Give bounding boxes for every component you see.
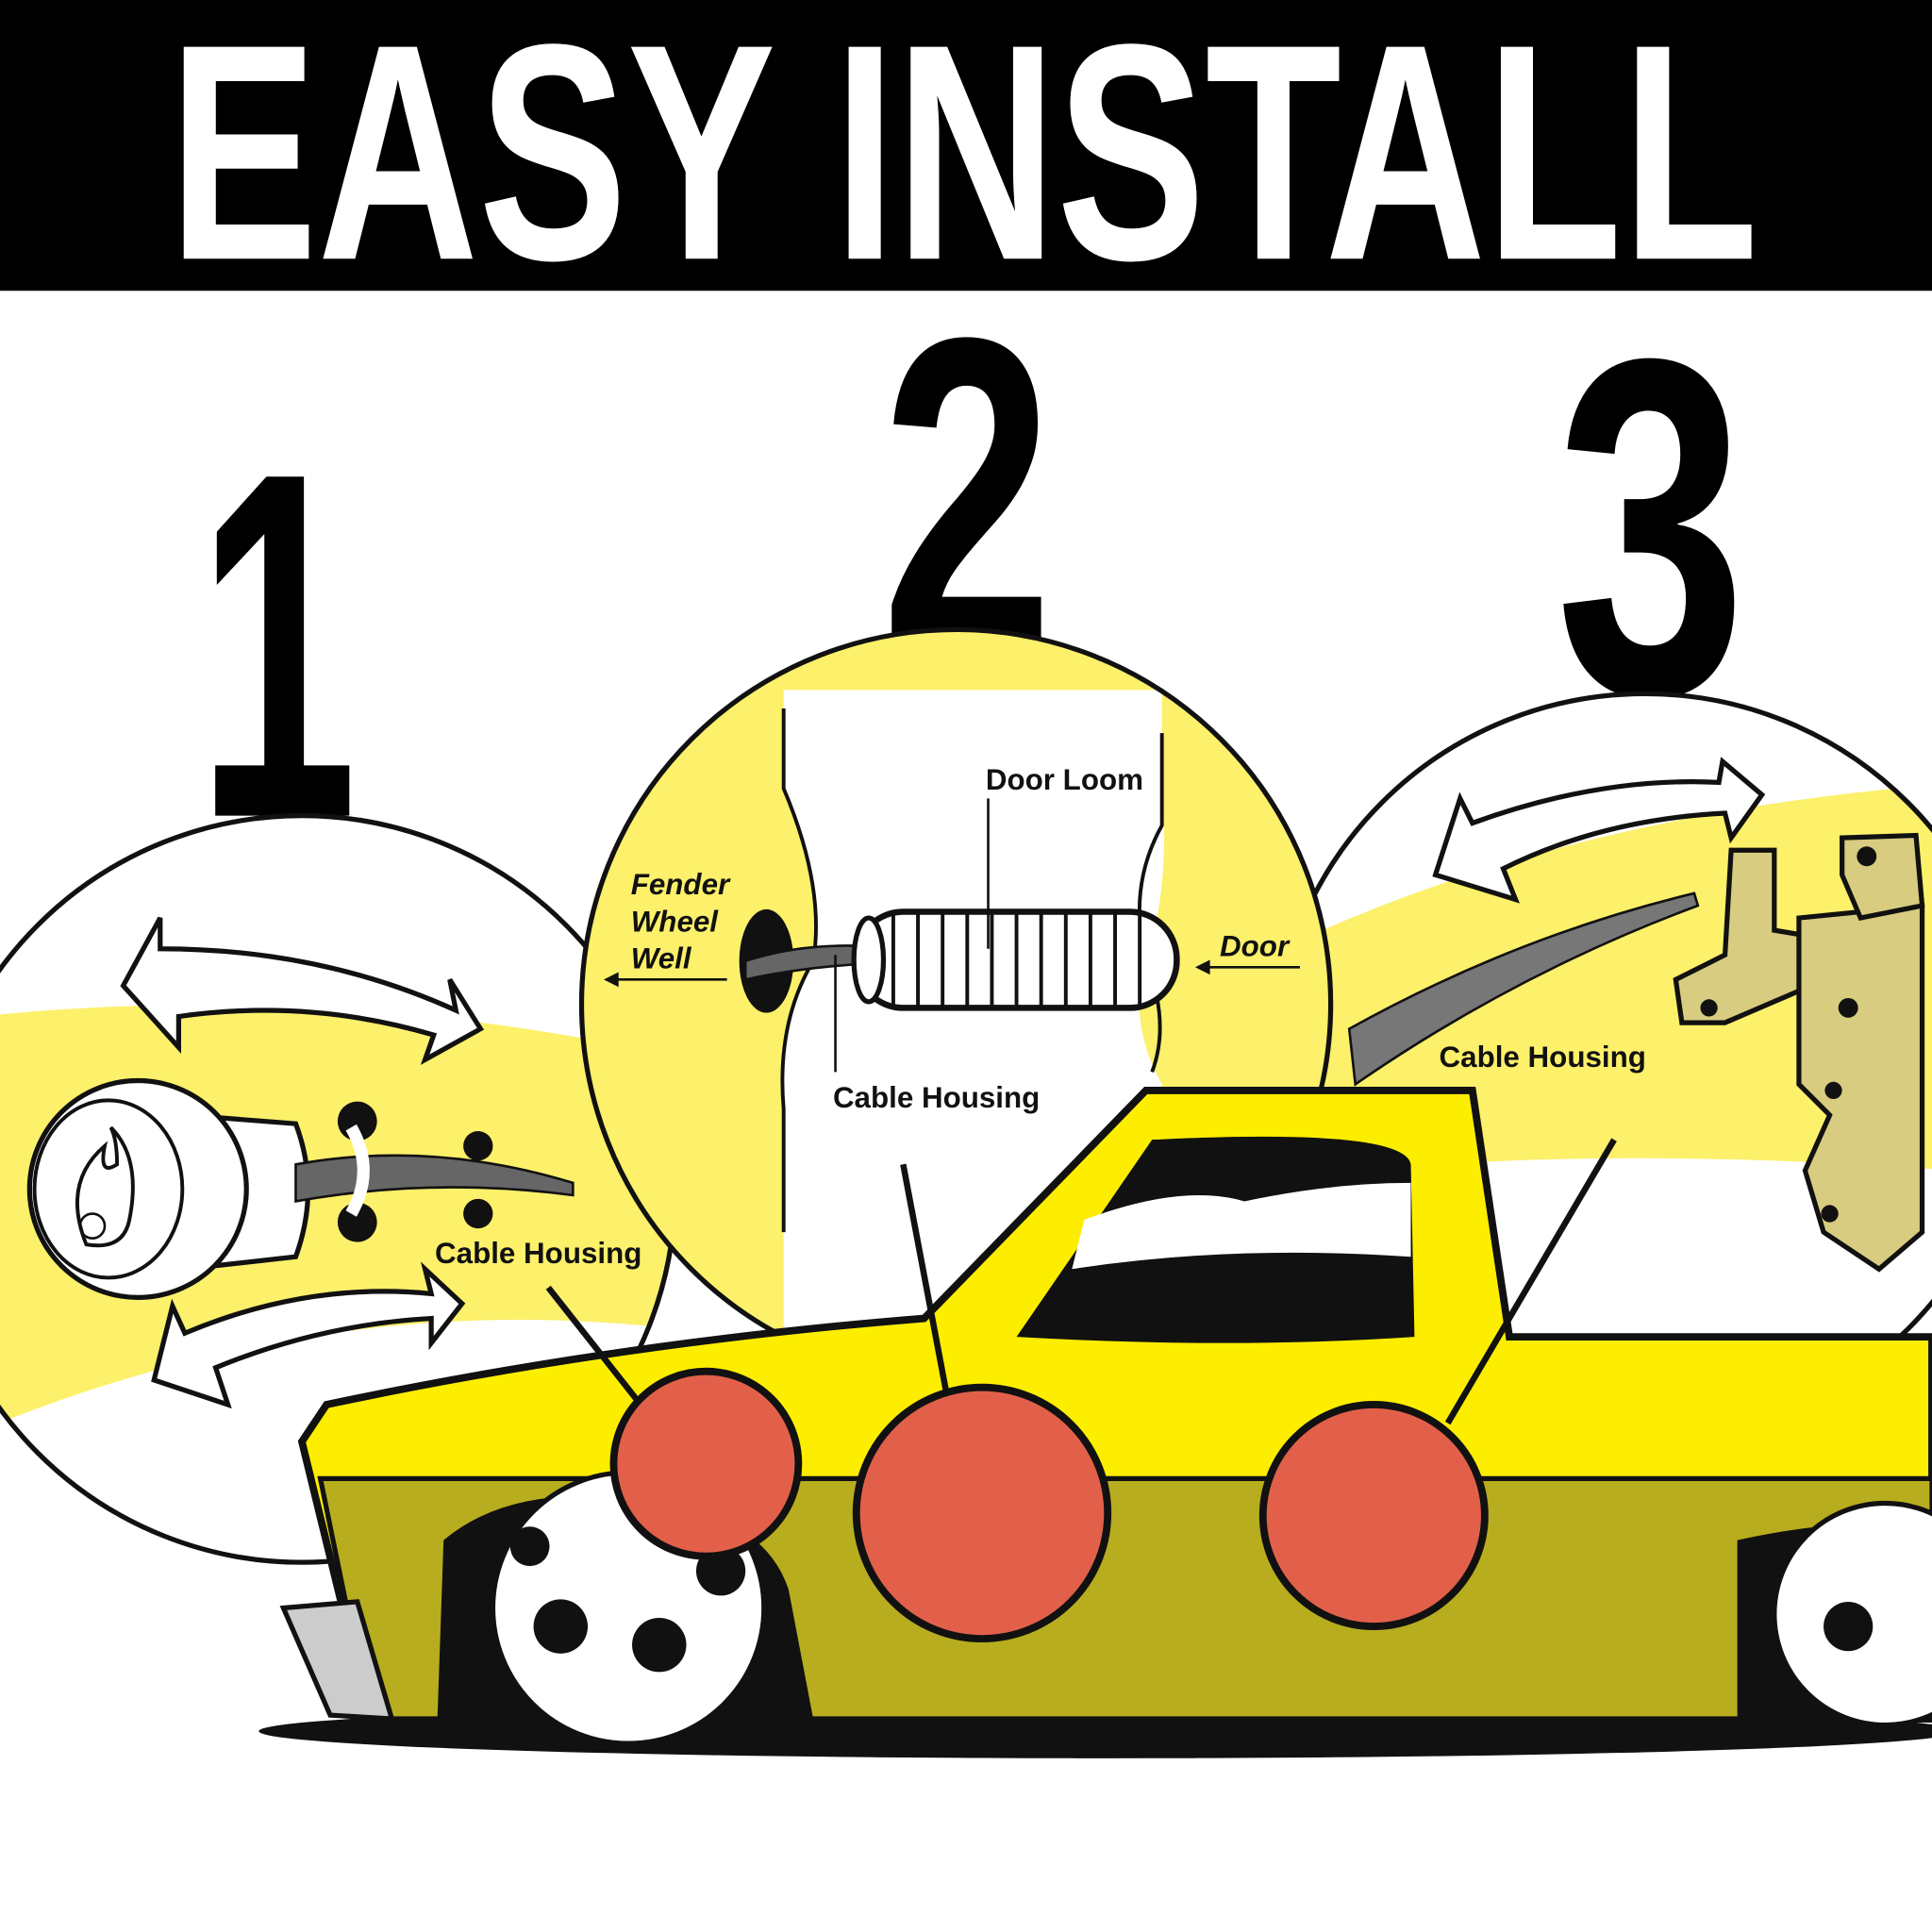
bidirectional-arrow-icon (1432, 757, 1766, 904)
cable-housing-label: Cable Housing (1440, 1041, 1646, 1074)
truck-illustration (258, 1087, 1932, 1758)
door-loom-icon (851, 908, 1180, 1011)
cable-housing-label: Cable Housing (833, 1081, 1040, 1114)
well-label: Well (631, 942, 692, 975)
bidirectional-arrow-icon (120, 916, 485, 1065)
door-loom-label: Door Loom (986, 763, 1143, 796)
door-label: Door (1220, 930, 1291, 963)
bidirectional-arrow-icon (151, 1261, 466, 1409)
wheel-label: Wheel (631, 905, 720, 938)
door-latch-icon (1673, 832, 1925, 1273)
bumper (279, 1599, 395, 1722)
cable-housing (1347, 891, 1700, 1087)
fender-label: Fender (631, 868, 731, 901)
marker-step-1 (609, 1367, 803, 1560)
marker-step-3 (1258, 1401, 1489, 1630)
banner (0, 0, 1932, 291)
flame-knob-icon (26, 1077, 311, 1300)
cable-housing-label: Cable Housing (435, 1237, 641, 1270)
banner-title: EASY INSTALL (169, 0, 1758, 325)
marker-step-2 (852, 1383, 1112, 1643)
